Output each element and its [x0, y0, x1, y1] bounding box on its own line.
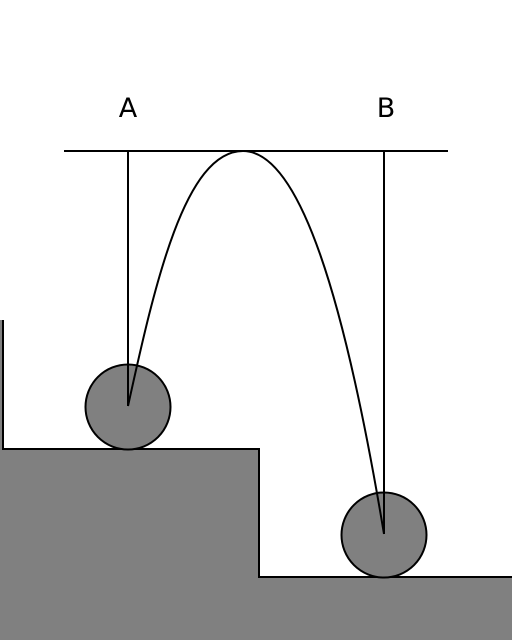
- stepped-ground: [0, 320, 512, 640]
- label-b: B: [377, 93, 396, 124]
- ground-outline: [2, 320, 512, 578]
- label-a: A: [119, 93, 138, 124]
- trajectory-curve: [127, 149, 385, 535]
